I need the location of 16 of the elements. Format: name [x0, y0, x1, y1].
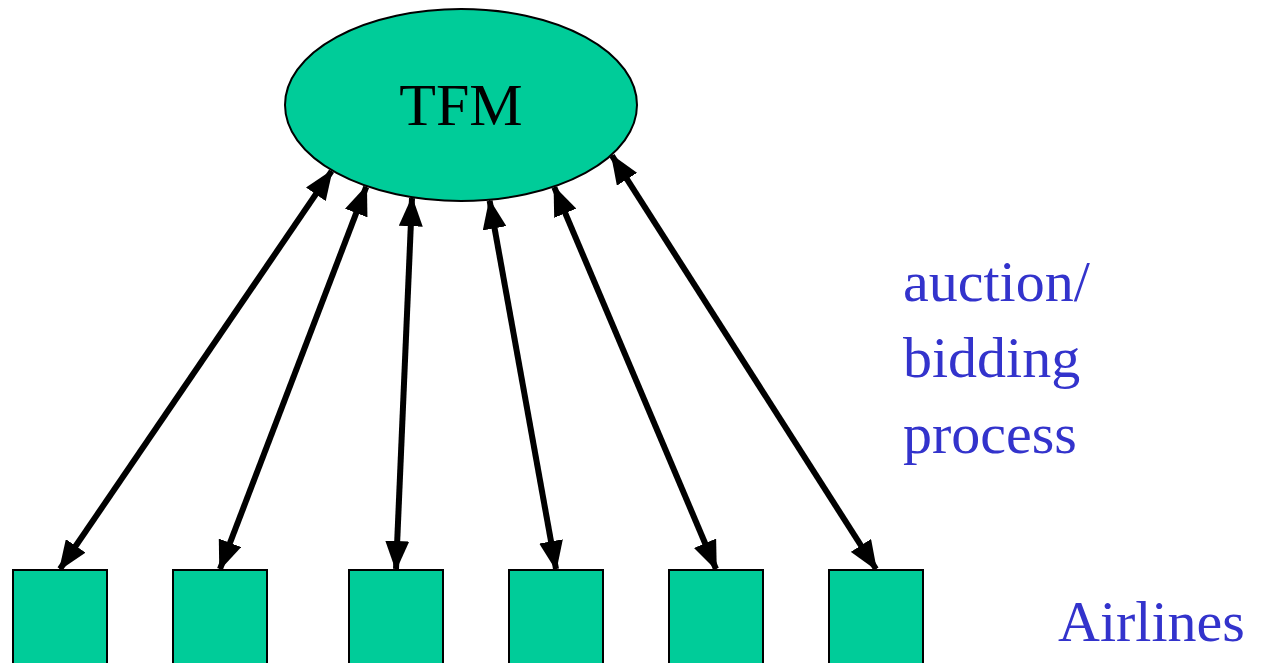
annotation-text: auction/ bidding process: [903, 248, 1091, 468]
double-headed-arrow: [551, 185, 719, 571]
square-node: [12, 569, 108, 663]
node-label: TFM: [399, 70, 523, 140]
double-headed-arrow: [609, 153, 879, 571]
double-headed-arrow: [57, 169, 335, 571]
double-headed-arrow: [482, 198, 563, 571]
square-node: [348, 569, 444, 663]
square-node: [508, 569, 604, 663]
double-headed-arrow: [385, 196, 423, 571]
square-node: [828, 569, 924, 663]
double-headed-arrow: [217, 185, 370, 571]
square-node: [172, 569, 268, 663]
square-node: [668, 569, 764, 663]
annotation-text: Airlines: [1058, 588, 1246, 656]
ellipse-node: [284, 8, 638, 202]
